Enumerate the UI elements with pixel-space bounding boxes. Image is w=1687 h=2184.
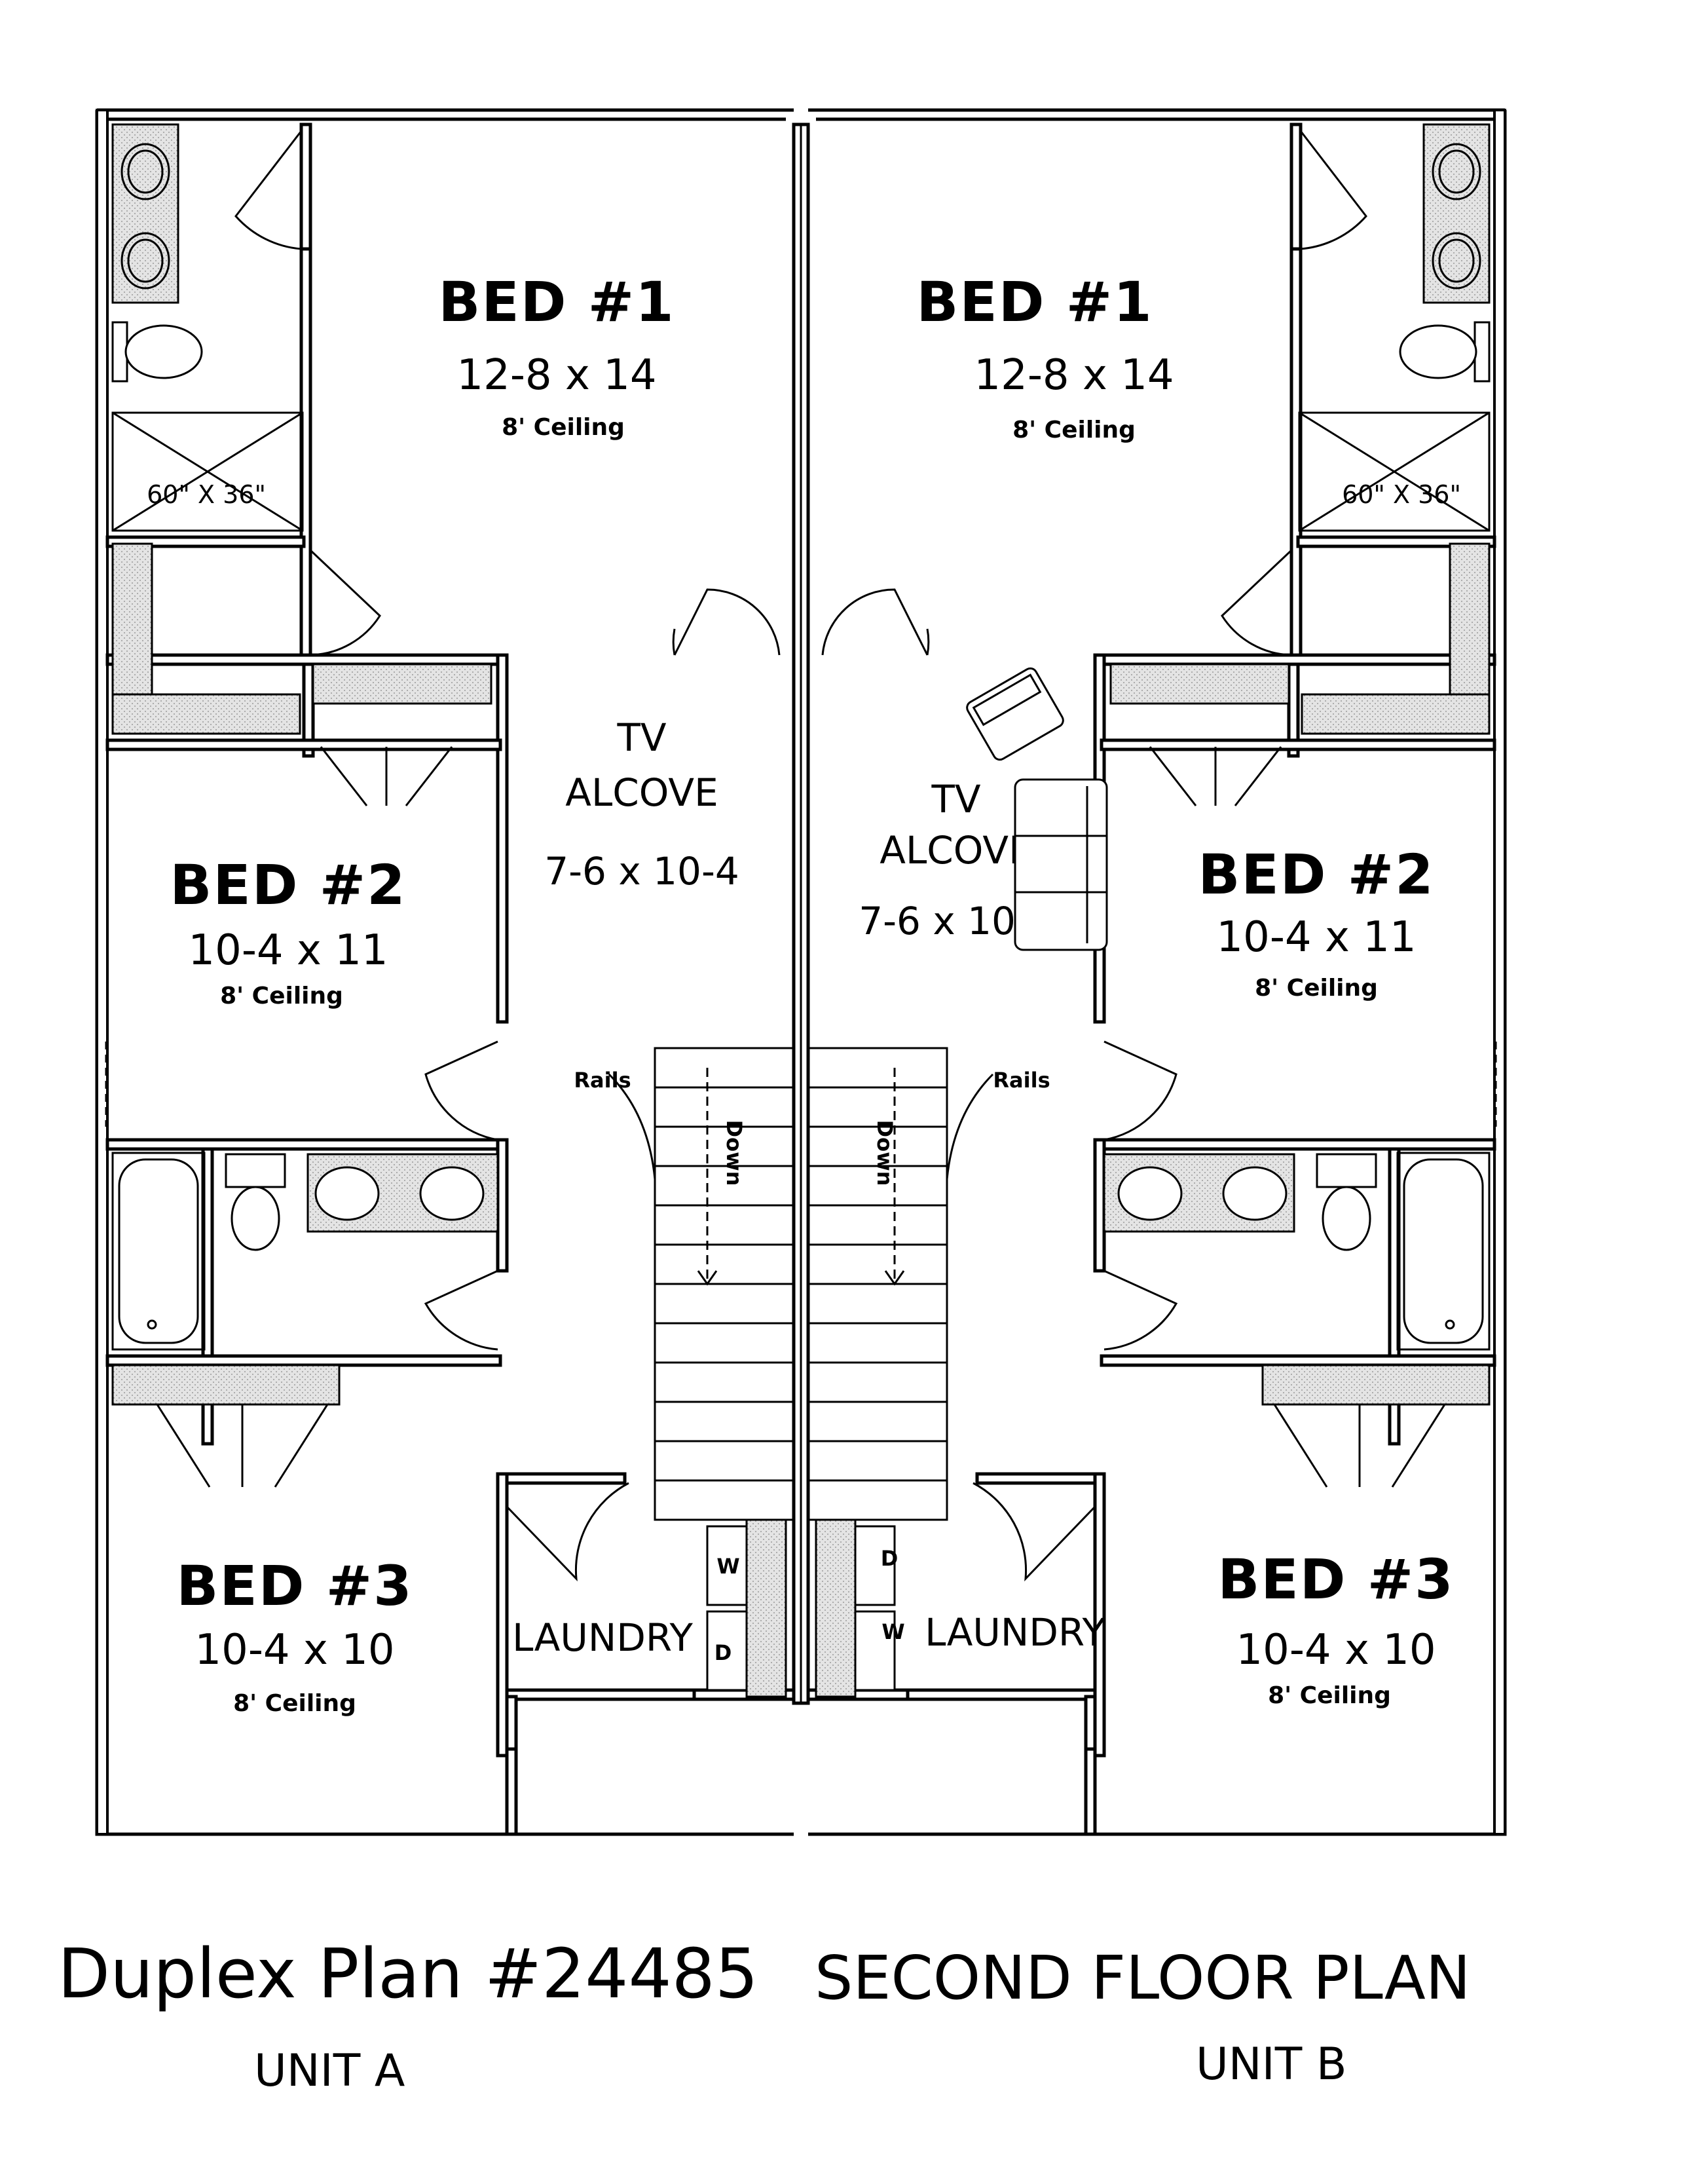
door-swings xyxy=(156,130,781,1582)
unit-a-bed2-name: BED #2 xyxy=(170,853,406,917)
unit-a-shower-size: 60" X 36" xyxy=(147,480,266,509)
floor-title: SECOND FLOOR PLAN xyxy=(815,1943,1471,2013)
unit-b-tv-line1: TV xyxy=(931,777,980,821)
unit-a-tv-line1: TV xyxy=(616,715,666,760)
bathtub xyxy=(111,1152,206,1351)
unit-a-bed1-name: BED #1 xyxy=(438,270,675,334)
unit-a-tv-line2: ALCOVE xyxy=(565,770,718,815)
unit-b-bed1-size: 12-8 x 14 xyxy=(974,351,1174,400)
unit-b-bed2-name: BED #2 xyxy=(1198,842,1434,907)
unit-b-bed2-ceiling: 8' Ceiling xyxy=(1255,975,1378,1002)
unit-b-shower-size: 60" X 36" xyxy=(1342,480,1461,509)
unit-a-bed2-size: 10-4 x 11 xyxy=(188,926,388,975)
unit-b-laundry: LAUNDRY xyxy=(925,1610,1105,1655)
unit-b-label: UNIT B xyxy=(1196,2039,1347,2090)
hall-vanity xyxy=(306,1153,499,1233)
unit-b-bed2-size: 10-4 x 11 xyxy=(1216,913,1416,962)
unit-b-bed3-ceiling: 8' Ceiling xyxy=(1268,1682,1391,1709)
unit-a-bed3-name: BED #3 xyxy=(176,1554,413,1618)
unit-a-bed1-ceiling: 8' Ceiling xyxy=(502,414,625,441)
shower-stall xyxy=(111,411,304,532)
unit-a-labels: BED #1 12-8 x 14 8' Ceiling BED #2 10-4 … xyxy=(147,270,747,1717)
unit-a-bed2-ceiling: 8' Ceiling xyxy=(220,983,343,1009)
unit-b-furniture xyxy=(966,667,1108,951)
plan-title: Duplex Plan #24485 xyxy=(58,1934,758,2014)
unit-a-label: UNIT A xyxy=(254,2045,405,2097)
unit-b-bed1-name: BED #1 xyxy=(916,270,1153,334)
sofa-icon xyxy=(1014,778,1108,951)
unit-a-washer: W xyxy=(716,1554,739,1579)
unit-a-laundry: LAUNDRY xyxy=(512,1615,693,1660)
staircase xyxy=(608,1047,795,1521)
unit-b-labels: BED #1 12-8 x 14 8' Ceiling BED #2 10-4 … xyxy=(859,270,1461,1709)
toilet xyxy=(111,321,203,383)
armchair-icon xyxy=(966,667,1064,761)
unit-a-rails: Rails xyxy=(574,1068,631,1093)
unit-b-bed1-ceiling: 8' Ceiling xyxy=(1012,417,1136,443)
unit-b-washer: W xyxy=(881,1619,904,1644)
unit-b-bed3-name: BED #3 xyxy=(1217,1547,1454,1611)
unit-b-tv-line2: ALCOVE xyxy=(880,828,1032,873)
unit-a-bed1-size: 12-8 x 14 xyxy=(456,351,656,400)
unit-b-rails: Rails xyxy=(993,1068,1050,1093)
washer-dryer xyxy=(706,1518,787,1698)
unit-a-bed3-size: 10-4 x 10 xyxy=(195,1626,394,1674)
left-window xyxy=(96,1042,107,1127)
unit-b-stair-down: Down xyxy=(872,1120,897,1186)
unit-a-tv-size: 7-6 x 10-4 xyxy=(544,849,739,894)
vanity-sinks xyxy=(120,143,170,290)
top-window xyxy=(327,109,655,121)
hall-toilet xyxy=(225,1153,286,1251)
unit-a-dryer: D xyxy=(714,1640,732,1665)
unit-a-stair-down: Down xyxy=(722,1120,747,1186)
unit-a-bed3-ceiling: 8' Ceiling xyxy=(233,1690,356,1717)
unit-b-dryer: D xyxy=(881,1546,899,1571)
unit-b-bed3-size: 10-4 x 10 xyxy=(1236,1626,1436,1674)
